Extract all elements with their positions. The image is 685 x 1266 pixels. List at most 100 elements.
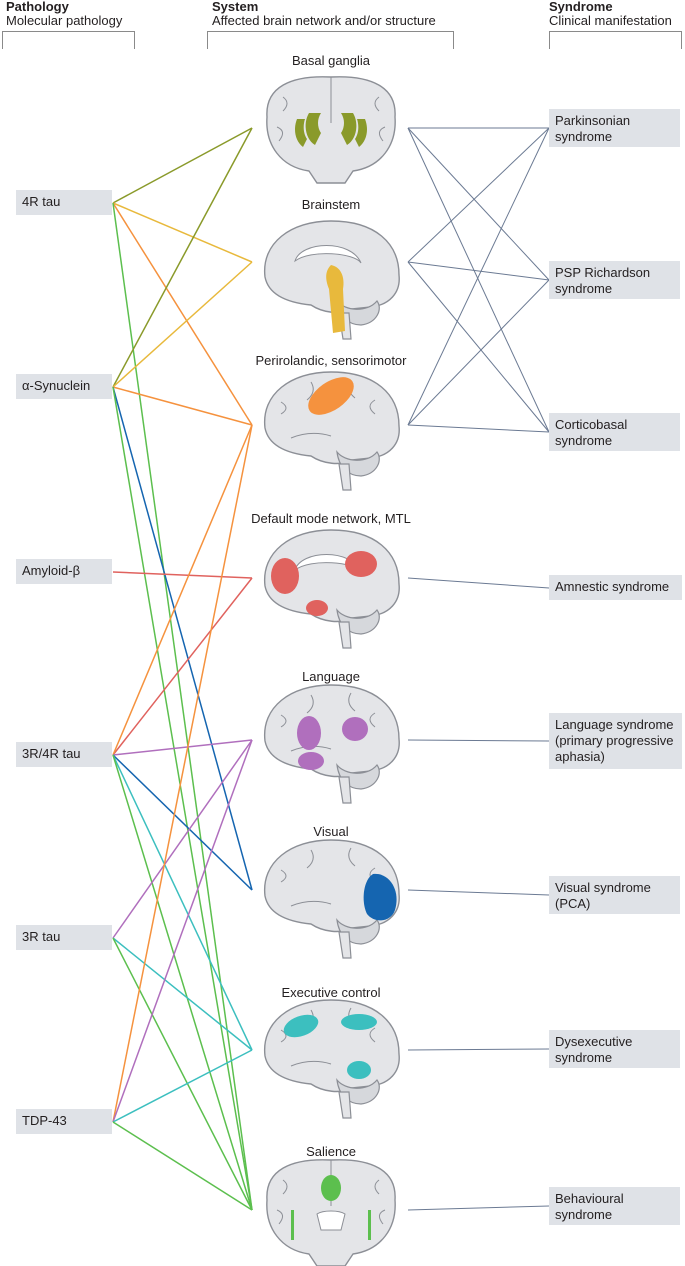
pathology-box-3r4r-tau: 3R/4R tau: [16, 742, 112, 767]
system-label-perirolandic: Perirolandic, sensorimotor: [255, 353, 407, 368]
brain-stem-outline: [338, 463, 352, 491]
pathology-link-line: [112, 739, 253, 1123]
basal-ganglia-region: [305, 113, 357, 145]
pathology-link-line: [112, 424, 253, 1123]
syndrome-bracket: [549, 31, 682, 49]
brain-ventricle: [316, 1210, 346, 1231]
brain-outline: [264, 371, 400, 465]
syndrome-box-behavioural: Behavioural syndrome: [549, 1187, 680, 1225]
system-header-title: System: [212, 0, 259, 14]
pathology-link-line: [112, 571, 253, 579]
syndrome-box-psp-richardson: PSP Richardson syndrome: [549, 261, 680, 299]
syndrome-box-parkinsonian: Parkinsonian syndrome: [549, 109, 680, 147]
dmn-region-frontal: [271, 558, 299, 594]
system-label-language: Language: [302, 669, 360, 684]
syndrome-box-language: Language syndrome (primary progressive a…: [549, 713, 682, 769]
brain-lateral-4: [264, 684, 400, 804]
executive-region-posterior: [347, 1061, 371, 1079]
pathology-link-line: [112, 261, 253, 388]
pathology-box-alpha-synuclein: α-Synuclein: [16, 374, 112, 399]
pathology-link-line: [112, 202, 253, 1211]
syndrome-link-line: [407, 127, 550, 281]
executive-region-parietal: [341, 1014, 377, 1030]
syndrome-label: Behavioural syndrome: [555, 1191, 624, 1222]
brain-sagittal-3: [264, 529, 400, 649]
pathology-link-line: [112, 424, 253, 756]
syndrome-link-line: [407, 577, 550, 589]
pathology-link-line: [112, 577, 253, 756]
brain-coronal-7: [266, 1159, 396, 1266]
pathology-box-3r-tau: 3R tau: [16, 925, 112, 950]
pathology-link-line: [112, 386, 253, 891]
syndrome-links: [407, 127, 550, 1211]
syndrome-link-line: [407, 127, 550, 426]
brain-outline: [264, 999, 400, 1093]
pathology-link-line: [112, 1049, 253, 1123]
dmn-region-parietal: [345, 551, 377, 577]
pathology-link-line: [112, 739, 253, 939]
pathology-label: 3R/4R tau: [22, 746, 81, 761]
syndrome-header: Syndrome Clinical manifestation: [549, 0, 672, 28]
brain-stem-outline: [338, 776, 352, 804]
brain-lateral-5: [264, 839, 400, 959]
pathology-label: TDP-43: [22, 1113, 67, 1128]
brain-illustrations: [264, 76, 400, 1266]
brain-stem-outline: [338, 621, 352, 649]
syndrome-link-line: [407, 1205, 550, 1211]
pathology-link-line: [112, 937, 253, 1051]
brain-sulci: [276, 96, 386, 142]
syndrome-box-amnestic: Amnestic syndrome: [549, 575, 682, 600]
syndrome-link-line: [407, 261, 550, 281]
language-region-temporal: [298, 752, 324, 770]
corpus-callosum: [294, 245, 362, 264]
brain-stem-outline: [338, 931, 352, 959]
pathology-link-line: [112, 127, 253, 388]
syndrome-label: Language syndrome (primary progressive a…: [555, 717, 674, 764]
salience-region-insula-left: [291, 1210, 294, 1240]
brainstem-region: [326, 265, 345, 333]
language-region-frontal: [297, 716, 321, 750]
pathology-bracket: [2, 31, 135, 49]
brain-sulci: [280, 692, 376, 752]
brain-outline: [266, 76, 396, 184]
visual-region-occipital: [363, 873, 397, 921]
pathology-link-line: [112, 754, 253, 1211]
pathology-link-line: [112, 202, 253, 263]
pathology-box-amyloid-beta: Amyloid-β: [16, 559, 112, 584]
pathology-box-4r-tau: 4R tau: [16, 190, 112, 215]
syndrome-link-line: [407, 739, 550, 742]
pathology-label: α-Synuclein: [22, 378, 91, 393]
syndrome-header-subtitle: Clinical manifestation: [549, 13, 672, 28]
pathology-header: Pathology Molecular pathology: [6, 0, 122, 28]
system-label-executive-control: Executive control: [281, 985, 381, 1000]
syndrome-link-line: [407, 424, 550, 433]
pathology-link-line: [112, 754, 253, 891]
pathology-link-line: [112, 754, 253, 1051]
pathology-header-title: Pathology: [6, 0, 69, 14]
system-label-visual: Visual: [313, 824, 349, 839]
executive-region-frontal: [283, 1014, 319, 1038]
syndrome-label: Dysexecutive syndrome: [555, 1034, 633, 1065]
system-label-brainstem: Brainstem: [301, 197, 361, 212]
pathology-header-subtitle: Molecular pathology: [6, 13, 123, 28]
syndrome-label: Amnestic syndrome: [555, 579, 670, 594]
syndrome-link-line: [407, 279, 550, 426]
putamen-region: [295, 119, 367, 147]
syndrome-link-line: [407, 261, 550, 433]
system-label-salience: Salience: [306, 1144, 356, 1159]
syndrome-link-line: [407, 127, 550, 433]
pathology-link-line: [112, 386, 253, 1211]
brain-sulci: [276, 1179, 386, 1225]
brain-sulci: [280, 847, 376, 907]
salience-region-cingulate: [321, 1175, 341, 1201]
system-header-subtitle: Affected brain network and/or structure: [212, 13, 436, 28]
system-label-basal-ganglia: Basal ganglia: [291, 53, 371, 68]
syndrome-box-corticobasal: Corticobasal syndrome: [549, 413, 680, 451]
syndrome-box-dysexecutive: Dysexecutive syndrome: [549, 1030, 680, 1068]
brain-lateral-2: [264, 371, 400, 491]
pathology-link-line: [112, 937, 253, 1211]
pathology-link-line: [112, 202, 253, 426]
brain-sagittal-1: [264, 220, 400, 340]
syndrome-link-line: [407, 127, 550, 263]
